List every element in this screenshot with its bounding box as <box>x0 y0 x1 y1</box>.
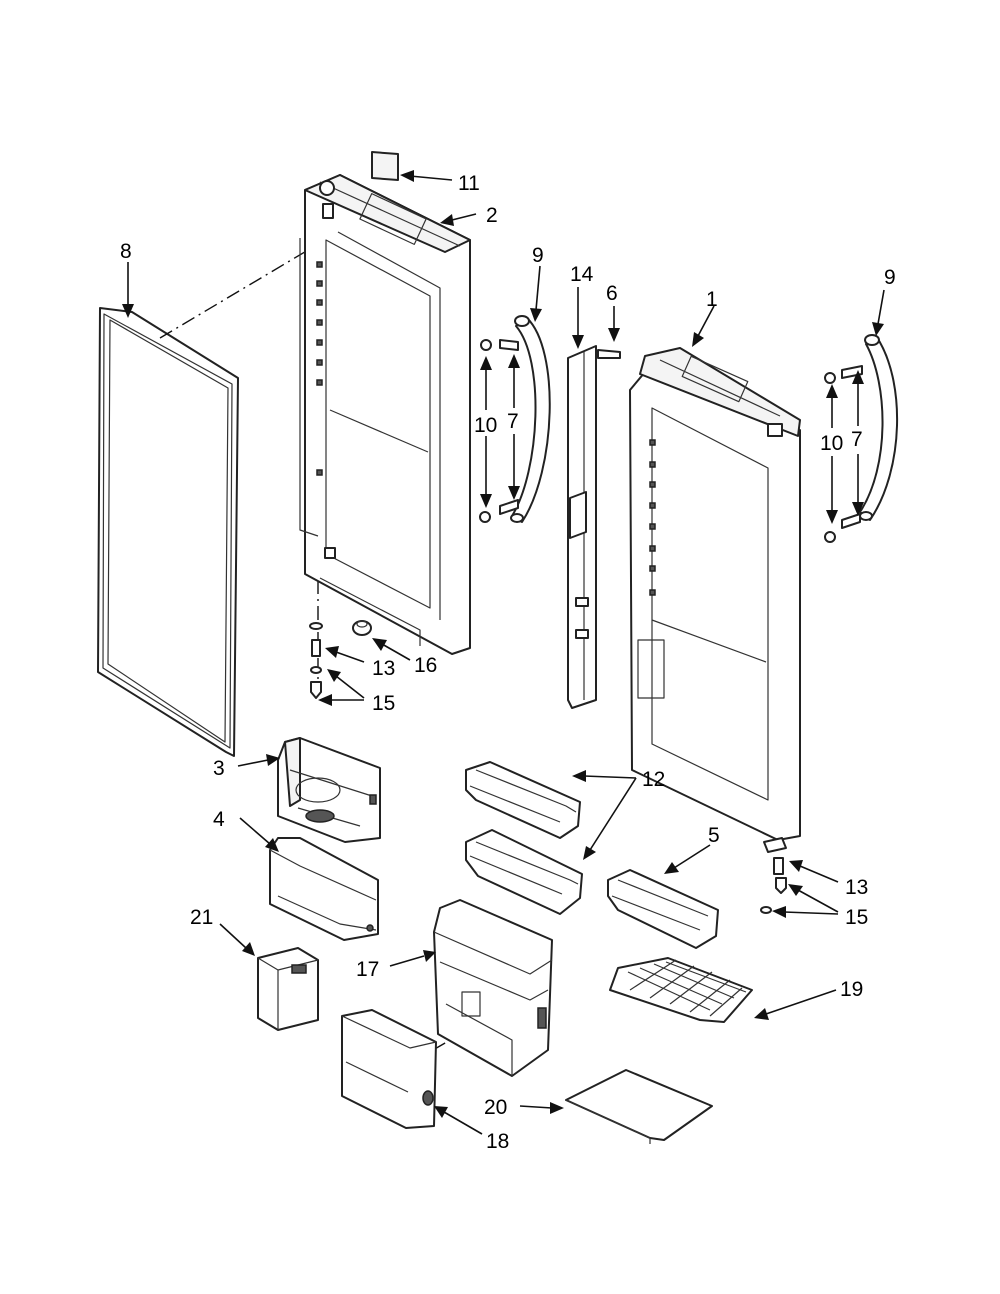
callout-3: 3 <box>213 757 225 780</box>
callout-labels: 1 2 3 4 5 6 7 7 8 9 9 10 10 11 12 13 13 … <box>120 172 896 1153</box>
hinge-screw <box>597 349 621 359</box>
callout-18: 18 <box>486 1130 509 1153</box>
left-door <box>299 174 471 655</box>
drip-tray <box>565 1069 713 1144</box>
callout-9a: 9 <box>532 244 544 267</box>
callout-13b: 13 <box>845 876 868 899</box>
callout-13a: 13 <box>372 657 395 680</box>
callout-15b: 15 <box>845 906 868 929</box>
callout-9b: 9 <box>884 266 896 289</box>
callout-15a: 15 <box>372 692 395 715</box>
callout-1: 1 <box>706 288 718 311</box>
left-door-handle <box>479 315 551 523</box>
callout-8: 8 <box>120 240 132 263</box>
left-hinge-hardware <box>309 622 323 699</box>
callout-14: 14 <box>570 263 594 286</box>
callout-17: 17 <box>356 958 379 981</box>
callout-12: 12 <box>642 768 665 791</box>
callout-5: 5 <box>708 824 720 847</box>
right-door-bin <box>607 869 719 949</box>
small-bin <box>257 947 319 1031</box>
callout-11: 11 <box>458 172 480 195</box>
right-door-handle <box>824 334 899 543</box>
dispenser-housing <box>277 737 381 843</box>
door-plug <box>352 620 372 636</box>
ice-bucket <box>341 1009 437 1129</box>
callout-16: 16 <box>414 654 437 677</box>
door-bin-upper <box>465 761 581 839</box>
callout-19: 19 <box>840 978 863 1001</box>
callout-4: 4 <box>213 808 225 831</box>
door-gasket <box>97 307 239 757</box>
right-door <box>629 347 801 841</box>
callout-10a: 10 <box>474 414 497 437</box>
leader-lines <box>122 170 885 1135</box>
ice-bucket-frame <box>433 899 553 1077</box>
label-plate <box>371 151 399 181</box>
door-bin-lower <box>465 829 583 915</box>
callout-10b: 10 <box>820 432 843 455</box>
callout-7b: 7 <box>851 428 863 451</box>
callout-2: 2 <box>486 204 498 227</box>
callout-7a: 7 <box>507 410 519 433</box>
dispenser-cover <box>269 837 379 941</box>
callout-20: 20 <box>484 1096 507 1119</box>
right-hinge-hardware <box>760 837 787 914</box>
callout-6: 6 <box>606 282 618 305</box>
callout-21: 21 <box>190 906 213 929</box>
door-hinge-strip <box>567 345 597 709</box>
drip-tray-grille <box>609 957 753 1023</box>
